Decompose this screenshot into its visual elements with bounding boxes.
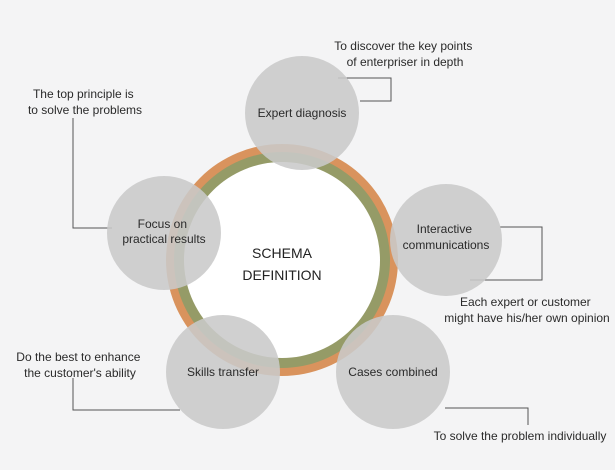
connector-interactive-communications xyxy=(470,226,543,281)
node-interactive-communications xyxy=(390,184,502,296)
node-label-expert-diagnosis-line: Expert diagnosis xyxy=(258,106,347,120)
node-label-skills-transfer-line: Skills transfer xyxy=(187,365,259,379)
annotation-focus-line1: The top principle is xyxy=(33,87,134,101)
annotation-interactive-line1: Each expert or customer xyxy=(460,295,591,309)
annotation-skills-line1: Do the best to enhance xyxy=(16,350,140,364)
node-expert-diagnosis xyxy=(245,56,359,170)
node-label-cases-combined-line: Cases combined xyxy=(348,365,437,379)
annotation-skills-transfer: Do the best to enhance the customer's ab… xyxy=(16,350,143,380)
node-label-interactive-line2: communications xyxy=(403,238,490,252)
connector-expert-diagnosis xyxy=(338,77,392,102)
node-focus-practical xyxy=(107,176,221,290)
node-label-cases-combined: Cases combined xyxy=(348,365,437,379)
node-cases-combined xyxy=(336,315,450,429)
annotation-cases-combined: To solve the problem individually xyxy=(434,429,607,443)
node-label-interactive-communications: Interactive communications xyxy=(403,222,490,252)
annotation-cases-line: To solve the problem individually xyxy=(434,429,607,443)
connector-skills-transfer xyxy=(72,378,180,411)
connector-focus-practical xyxy=(72,118,112,229)
annotation-interactive-communications: Each expert or customer might have his/h… xyxy=(444,295,609,325)
connector-cases-combined xyxy=(445,407,529,425)
annotation-expert-line2: of enterpriser in depth xyxy=(347,55,464,69)
annotation-expert-diagnosis: To discover the key points of enterprise… xyxy=(334,39,475,69)
node-skills-transfer xyxy=(166,315,280,429)
node-label-interactive-line1: Interactive xyxy=(417,222,473,236)
node-label-expert-diagnosis: Expert diagnosis xyxy=(258,106,347,120)
annotation-expert-line1: To discover the key points xyxy=(334,39,472,53)
annotation-skills-line2: the customer's ability xyxy=(24,366,136,380)
center-label-line2: DEFINITION xyxy=(242,267,321,283)
node-label-focus-line2: practical results xyxy=(122,232,205,246)
node-label-focus-practical: Focus on practical results xyxy=(122,217,205,246)
annotation-interactive-line2: might have his/her own opinion xyxy=(444,311,609,325)
center-label-line1: SCHEMA xyxy=(252,245,313,261)
node-label-skills-transfer: Skills transfer xyxy=(187,365,259,379)
center-circle xyxy=(184,162,380,358)
node-label-focus-line1: Focus on xyxy=(138,217,187,231)
annotation-focus-line2: to solve the problems xyxy=(28,103,142,117)
annotation-focus-practical: The top principle is to solve the proble… xyxy=(28,87,142,117)
